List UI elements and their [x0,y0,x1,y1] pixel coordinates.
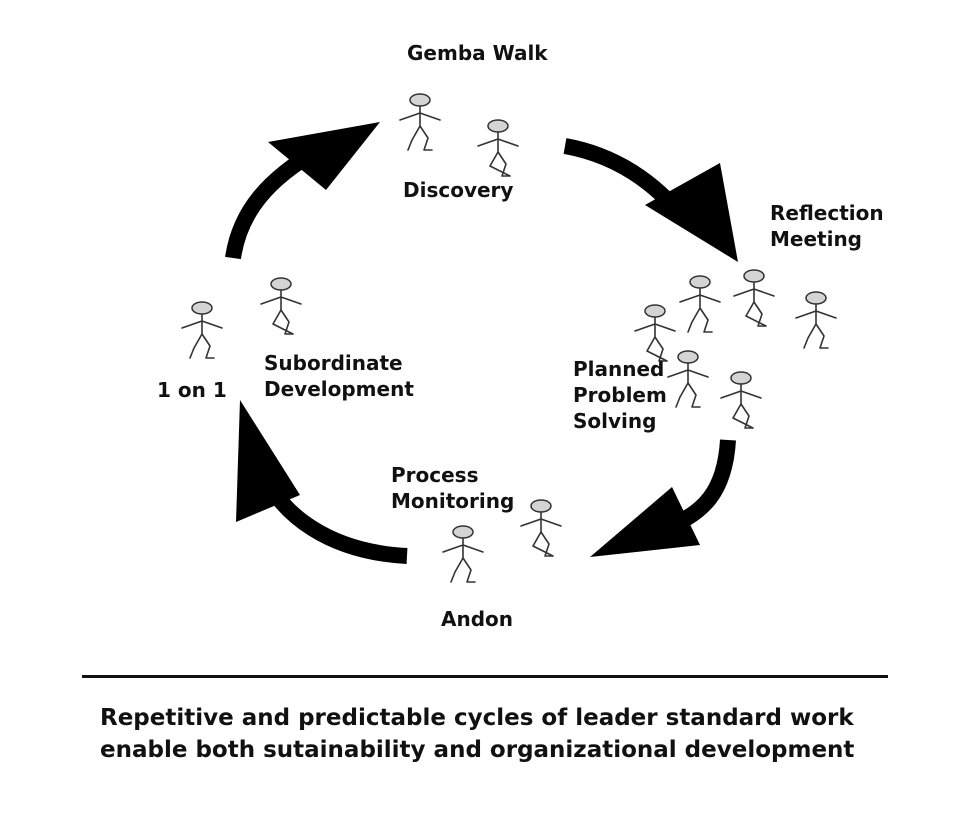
arrow-to-reflection-meeting-head [645,163,738,262]
stick-figure-icon [679,275,721,333]
stick-figures [181,93,837,583]
arrow-to-gemba-walk-head [268,122,380,190]
caption-line1: Repetitive and predictable cycles of lea… [100,705,854,731]
divider-line [82,675,888,678]
arrow-to-one-on-one-head [236,400,300,522]
label-planned-line3: Solving [573,409,657,433]
stick-figure-icon [399,93,441,151]
stick-figure-icon [634,304,676,362]
stick-figure-icon [260,277,302,335]
stick-figure-icon [733,269,775,327]
label-planned-line1: Planned [573,357,665,381]
label-subordinate-line1: Subordinate [264,351,403,375]
cycle-arrows [225,122,738,564]
stick-figure-icon [667,350,709,408]
caption-line2: enable both sutainability and organizati… [100,737,855,763]
stick-figure-icon [442,525,484,583]
label-one-on-one: 1 on 1 [157,378,227,402]
stick-figure-icon [181,301,223,359]
stick-figure-icon [795,291,837,349]
label-reflection-line2: Meeting [770,227,863,251]
label-reflection-line1: Reflection [770,201,884,225]
label-andon: Andon [441,607,514,631]
label-discovery: Discovery [403,178,514,202]
label-process-monitoring-line1: Process [391,463,479,487]
stick-figure-icon [477,119,519,177]
label-gemba-walk: Gemba Walk [407,41,548,65]
label-process-monitoring-line2: Monitoring [391,489,515,513]
caption: Repetitive and predictable cycles of lea… [100,702,854,766]
arrow-to-andon-head [590,487,700,557]
stick-figure-icon [520,499,562,557]
label-planned-line2: Problem [573,383,667,407]
stick-figure-icon [720,371,762,429]
label-subordinate-line2: Development [264,377,414,401]
